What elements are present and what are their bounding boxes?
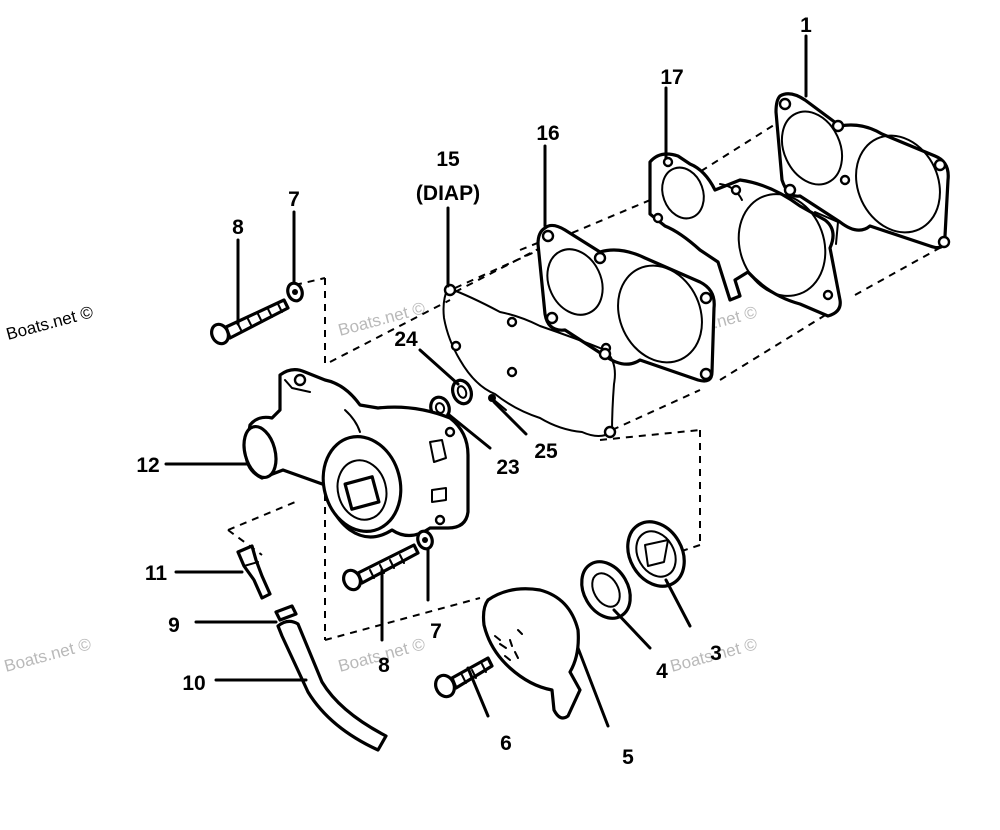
part-6-screw <box>434 656 494 699</box>
part-7-washer-top <box>286 281 304 303</box>
part-9-clamp <box>274 604 298 622</box>
label-4: 4 <box>656 660 668 683</box>
part-17-plate <box>648 152 842 318</box>
label-11: 11 <box>145 562 168 585</box>
label-9: 9 <box>168 614 180 637</box>
part-8-screw-bottom <box>342 543 420 592</box>
part-12-housing <box>242 368 470 539</box>
part-11-fitting <box>236 544 272 600</box>
label-6: 6 <box>500 732 512 755</box>
label-17: 17 <box>660 66 683 89</box>
label-23: 23 <box>496 456 519 479</box>
watermark: Boats.net © <box>4 302 95 344</box>
label-3: 3 <box>710 642 722 665</box>
label-1: 1 <box>800 14 812 37</box>
label-8-bottom: 8 <box>378 654 390 677</box>
part-25-screw <box>488 394 507 411</box>
part-1-gasket <box>774 92 951 250</box>
label-10: 10 <box>182 672 205 695</box>
watermark-faint: Boats.net © <box>2 634 93 676</box>
part-5-cover <box>481 587 582 720</box>
label-12: 12 <box>136 454 159 477</box>
part-3-screen <box>626 520 686 588</box>
part-labels: 1 17 16 15 (DIAP) 8 7 24 12 23 25 11 9 1… <box>136 14 812 769</box>
part-10-hose <box>276 619 388 752</box>
label-7-bottom: 7 <box>430 620 442 643</box>
part-7-washer-bottom <box>416 529 434 551</box>
part-24-valve <box>450 378 474 406</box>
part-8-screw-top <box>210 298 290 346</box>
label-16: 16 <box>536 122 559 145</box>
label-15-diap: (DIAP) <box>416 182 480 205</box>
label-8-top: 8 <box>232 216 244 239</box>
label-24: 24 <box>394 328 418 351</box>
label-5: 5 <box>622 746 634 769</box>
label-15: 15 <box>436 148 460 171</box>
part-16-gasket <box>536 223 716 383</box>
leader-lines <box>164 34 808 728</box>
label-7-top: 7 <box>288 188 300 211</box>
part-15-diaphragm <box>442 283 617 439</box>
part-4-gasket <box>580 560 632 620</box>
label-25: 25 <box>534 440 558 463</box>
